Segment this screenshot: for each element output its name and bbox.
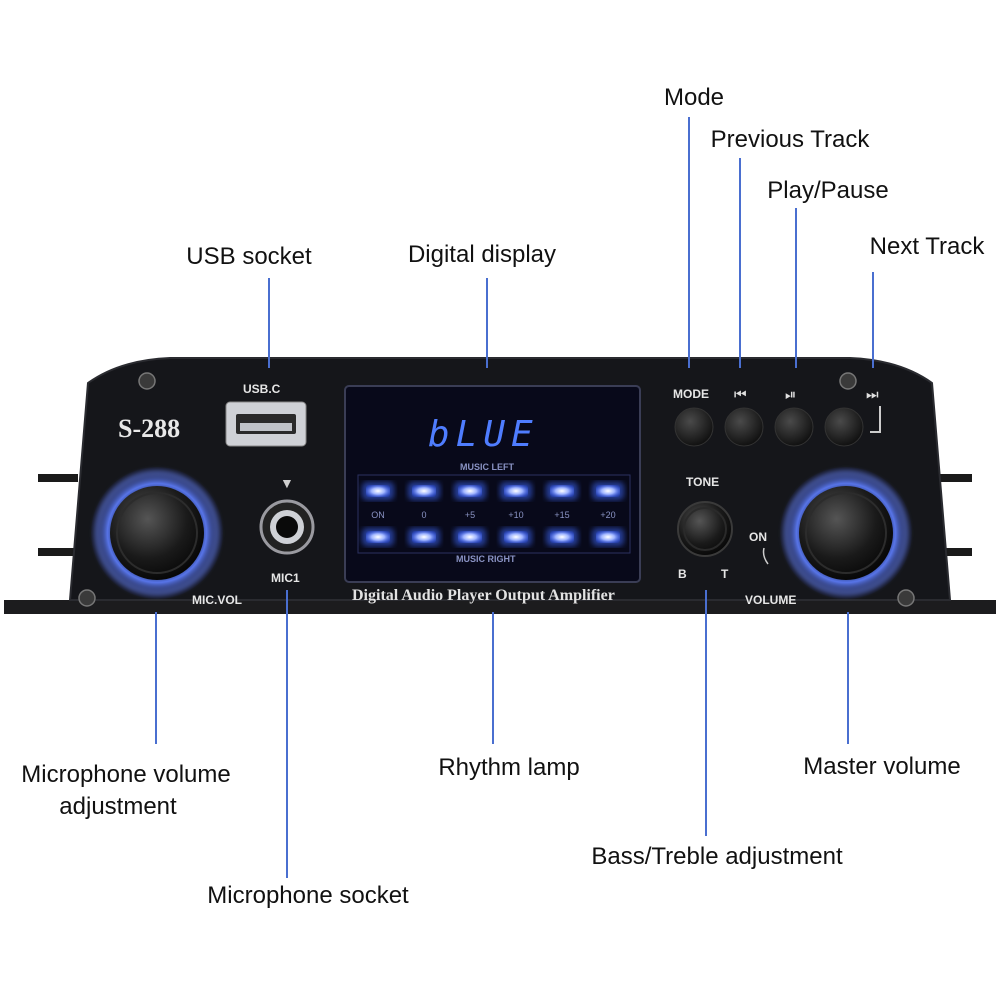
callout-rhythm-lamp: Rhythm lamp [438,754,580,781]
mic-volume-knob[interactable] [91,467,223,599]
music-right-label: MUSIC RIGHT [456,554,516,564]
mode-button[interactable] [674,407,714,447]
usb-socket[interactable] [225,401,307,447]
microphone-socket[interactable] [259,499,315,555]
led-left [412,485,436,497]
led-right [596,531,620,543]
led-left [458,485,482,497]
callout-master-volume: Master volume [803,753,961,780]
digital-display: bLUE MUSIC LEFT MUSIC RIGHT ON 0 +5 +10 +15 +… [344,385,641,583]
previous-track-button[interactable] [724,407,764,447]
callout-play-pause: Play/Pause [767,177,889,204]
led-right [412,531,436,543]
led-left [366,485,390,497]
usb-label: USB.C [243,382,281,396]
mic-label: MIC1 [271,571,300,585]
eq-level-label: 0 [421,510,426,520]
leader-lines [155,117,874,878]
callout-bass-treble: Bass/Treble adjustment [591,843,843,870]
tone-knob[interactable] [677,501,733,557]
next-track-button[interactable] [824,407,864,447]
led-left [596,485,620,497]
master-volume-knob[interactable] [780,467,912,599]
mode-label: MODE [673,387,709,401]
model-label: S-288 [118,414,180,443]
eq-level-label: ON [371,510,385,520]
mic-arrow-icon: ▼ [280,475,294,491]
previous-track-icon: ⏮ [734,387,747,403]
eq-level-label: +15 [554,510,569,520]
callout-digital-display: Digital display [407,241,557,268]
callout-usb-socket: USB socket [186,243,312,270]
eq-level-label: +10 [508,510,523,520]
callout-next-track: Next Track [869,233,985,260]
callout-mic-volume-line1: Microphone volume [21,761,231,788]
mic-vol-label: MIC.VOL [192,593,242,607]
display-text: bLUE [428,414,539,455]
screws [78,372,915,607]
led-right [550,531,574,543]
tone-b-label: B [678,567,687,581]
led-left [504,485,528,497]
play-pause-icon: ⏯ [785,387,796,403]
led-right [458,531,482,543]
next-track-bracket [870,406,881,433]
callout-previous-track: Previous Track [710,126,870,153]
tagline: Digital Audio Player Output Amplifier [352,587,615,604]
callout-mic-socket: Microphone socket [207,882,409,909]
tone-label: TONE [686,475,719,489]
eq-level-label: +5 [465,510,475,520]
volume-label: VOLUME [745,593,796,607]
play-pause-button[interactable] [774,407,814,447]
next-track-icon: ⏭ [866,387,879,403]
led-right [366,531,390,543]
on-label: ON [749,530,767,544]
on-arrow-icon [762,547,769,565]
led-right [504,531,528,543]
callout-mode: Mode [663,84,725,111]
eq-level-label: +20 [600,510,615,520]
led-left [550,485,574,497]
heatsink-fins [4,474,996,614]
music-left-label: MUSIC LEFT [460,462,514,472]
rhythm-lamp: ON 0 +5 +10 +15 +20 [362,482,624,546]
tone-t-label: T [721,567,729,581]
callout-mic-volume-line2: adjustment [59,793,177,820]
